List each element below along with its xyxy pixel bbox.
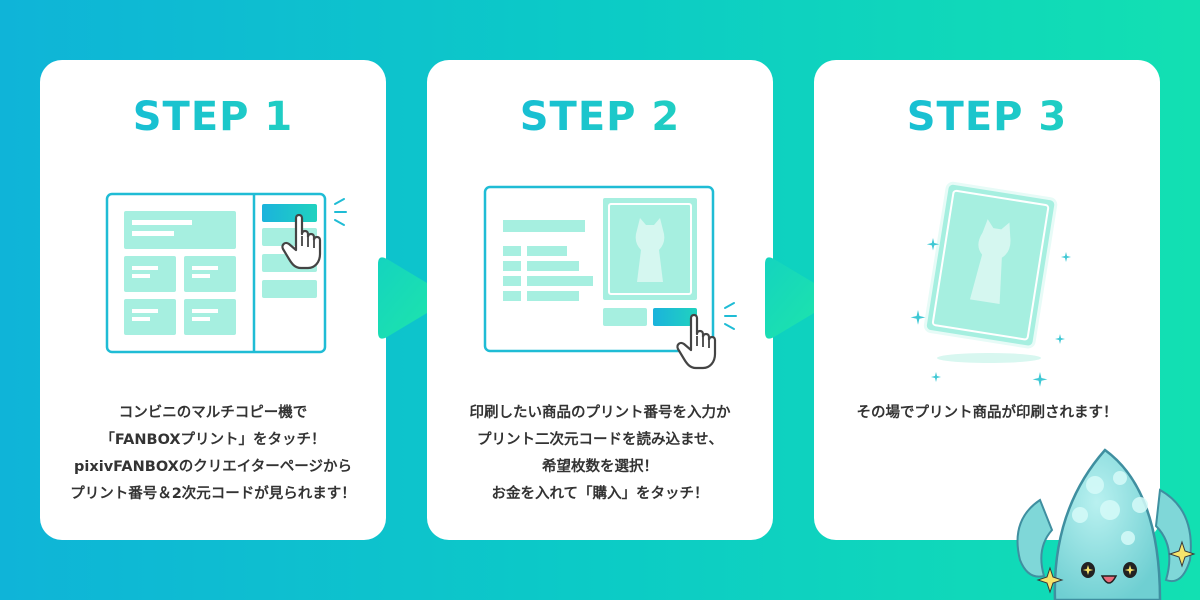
pointing-hand-icon [676, 313, 717, 370]
step-2-description: 印刷したい商品のプリント番号を入力か プリント二次元コードを読み込ませ、 希望枚… [469, 405, 731, 502]
printed-card-icon [910, 181, 1071, 387]
squid-mascot-icon [1016, 448, 1196, 600]
step-3-title: STEP 3 [814, 94, 1160, 140]
copier-purchase-screen-icon [483, 185, 737, 370]
step-3-description: その場でプリント商品が印刷されます！ [856, 405, 1118, 421]
tap-lines-icon [334, 198, 347, 226]
step-2-card: STEP 2 印刷したい商品のプリント番号を入力か プリント二次元コードを読み込… [427, 60, 773, 540]
copier-touchscreen-icon [105, 192, 347, 354]
pointing-hand-icon [281, 213, 322, 270]
step-1-card: STEP 1 コンビニのマ [40, 60, 386, 540]
sparkle-icon [910, 238, 1071, 387]
tap-lines-icon [724, 302, 737, 330]
step-2-title: STEP 2 [427, 94, 773, 140]
next-step-arrow-icon [378, 257, 446, 339]
step-1-description: コンビニのマルチコピー機で 「FANBOXプリント」をタッチ！ pixivFAN… [70, 405, 356, 502]
sparkle-icon [1036, 540, 1196, 594]
step-1-title: STEP 1 [40, 94, 386, 140]
next-step-arrow-icon [765, 257, 833, 339]
